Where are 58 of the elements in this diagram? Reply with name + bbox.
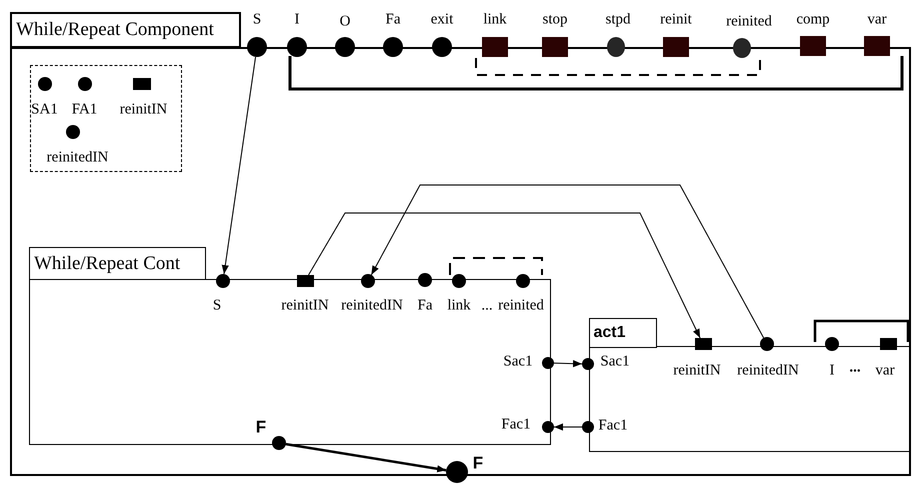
- port-circle: [216, 274, 230, 288]
- port-label: var: [867, 12, 887, 28]
- port-label: reinited: [726, 14, 772, 30]
- port-label: I: [830, 364, 834, 378]
- port-circle: [825, 337, 839, 351]
- port-circle: [542, 357, 554, 369]
- port-circle: [418, 273, 432, 287]
- port-label: F: [472, 454, 484, 472]
- port-label: reinitIN: [673, 364, 721, 378]
- arrow: [370, 184, 764, 338]
- arrow: [286, 442, 446, 472]
- port-label: stpd: [606, 12, 630, 28]
- port-label: reinit: [660, 12, 692, 28]
- dashed-group-box: [30, 65, 182, 172]
- port-circle: [361, 274, 375, 288]
- port-label: SA1: [31, 102, 58, 117]
- port-label: reinitedIN: [46, 150, 108, 165]
- arrow: [308, 212, 701, 338]
- component-title: While/Repeat Component: [10, 12, 241, 48]
- port-circle: [582, 421, 594, 433]
- port-square: [694, 338, 712, 350]
- port-label: reinitedIN: [737, 364, 799, 378]
- port-label: reinited: [498, 298, 544, 314]
- port-circle: [516, 274, 530, 288]
- port-label: S: [212, 298, 222, 314]
- port-label: S: [252, 12, 262, 28]
- port-circle: [452, 274, 466, 288]
- port-label: reinitIN: [281, 298, 329, 314]
- port-label: Fa: [386, 12, 400, 28]
- component-title: While/Repeat Cont: [29, 247, 206, 280]
- port-label: exit: [430, 12, 454, 28]
- port-label: FA1: [72, 102, 98, 117]
- port-circle: [582, 358, 594, 370]
- port-label: stop: [542, 12, 568, 28]
- port-label: link: [483, 12, 507, 28]
- port-circle: [760, 337, 774, 351]
- arrow: [554, 360, 582, 368]
- port-label: comp: [796, 12, 830, 28]
- port-label: Sac1: [503, 354, 533, 370]
- port-label: reinitedIN: [341, 298, 403, 314]
- port-label: Sac1: [600, 354, 630, 370]
- port-label: Fac1: [598, 418, 628, 434]
- port-label: Fa: [418, 298, 432, 314]
- port-label: F: [256, 418, 266, 436]
- port-label: Fac1: [501, 418, 531, 432]
- port-label: link: [447, 298, 471, 314]
- port-label: ...: [481, 298, 493, 314]
- arrow: [222, 56, 256, 275]
- component-title: act1: [588, 318, 656, 348]
- port-square: [880, 338, 896, 350]
- port-square: [296, 275, 314, 287]
- port-label: ...: [849, 360, 861, 376]
- port-label: I: [294, 12, 300, 28]
- port-label: reinitIN: [120, 102, 168, 117]
- port-circle: [542, 421, 554, 433]
- port-label: O: [340, 14, 350, 30]
- port-label: var: [875, 364, 895, 378]
- arrow: [554, 423, 582, 431]
